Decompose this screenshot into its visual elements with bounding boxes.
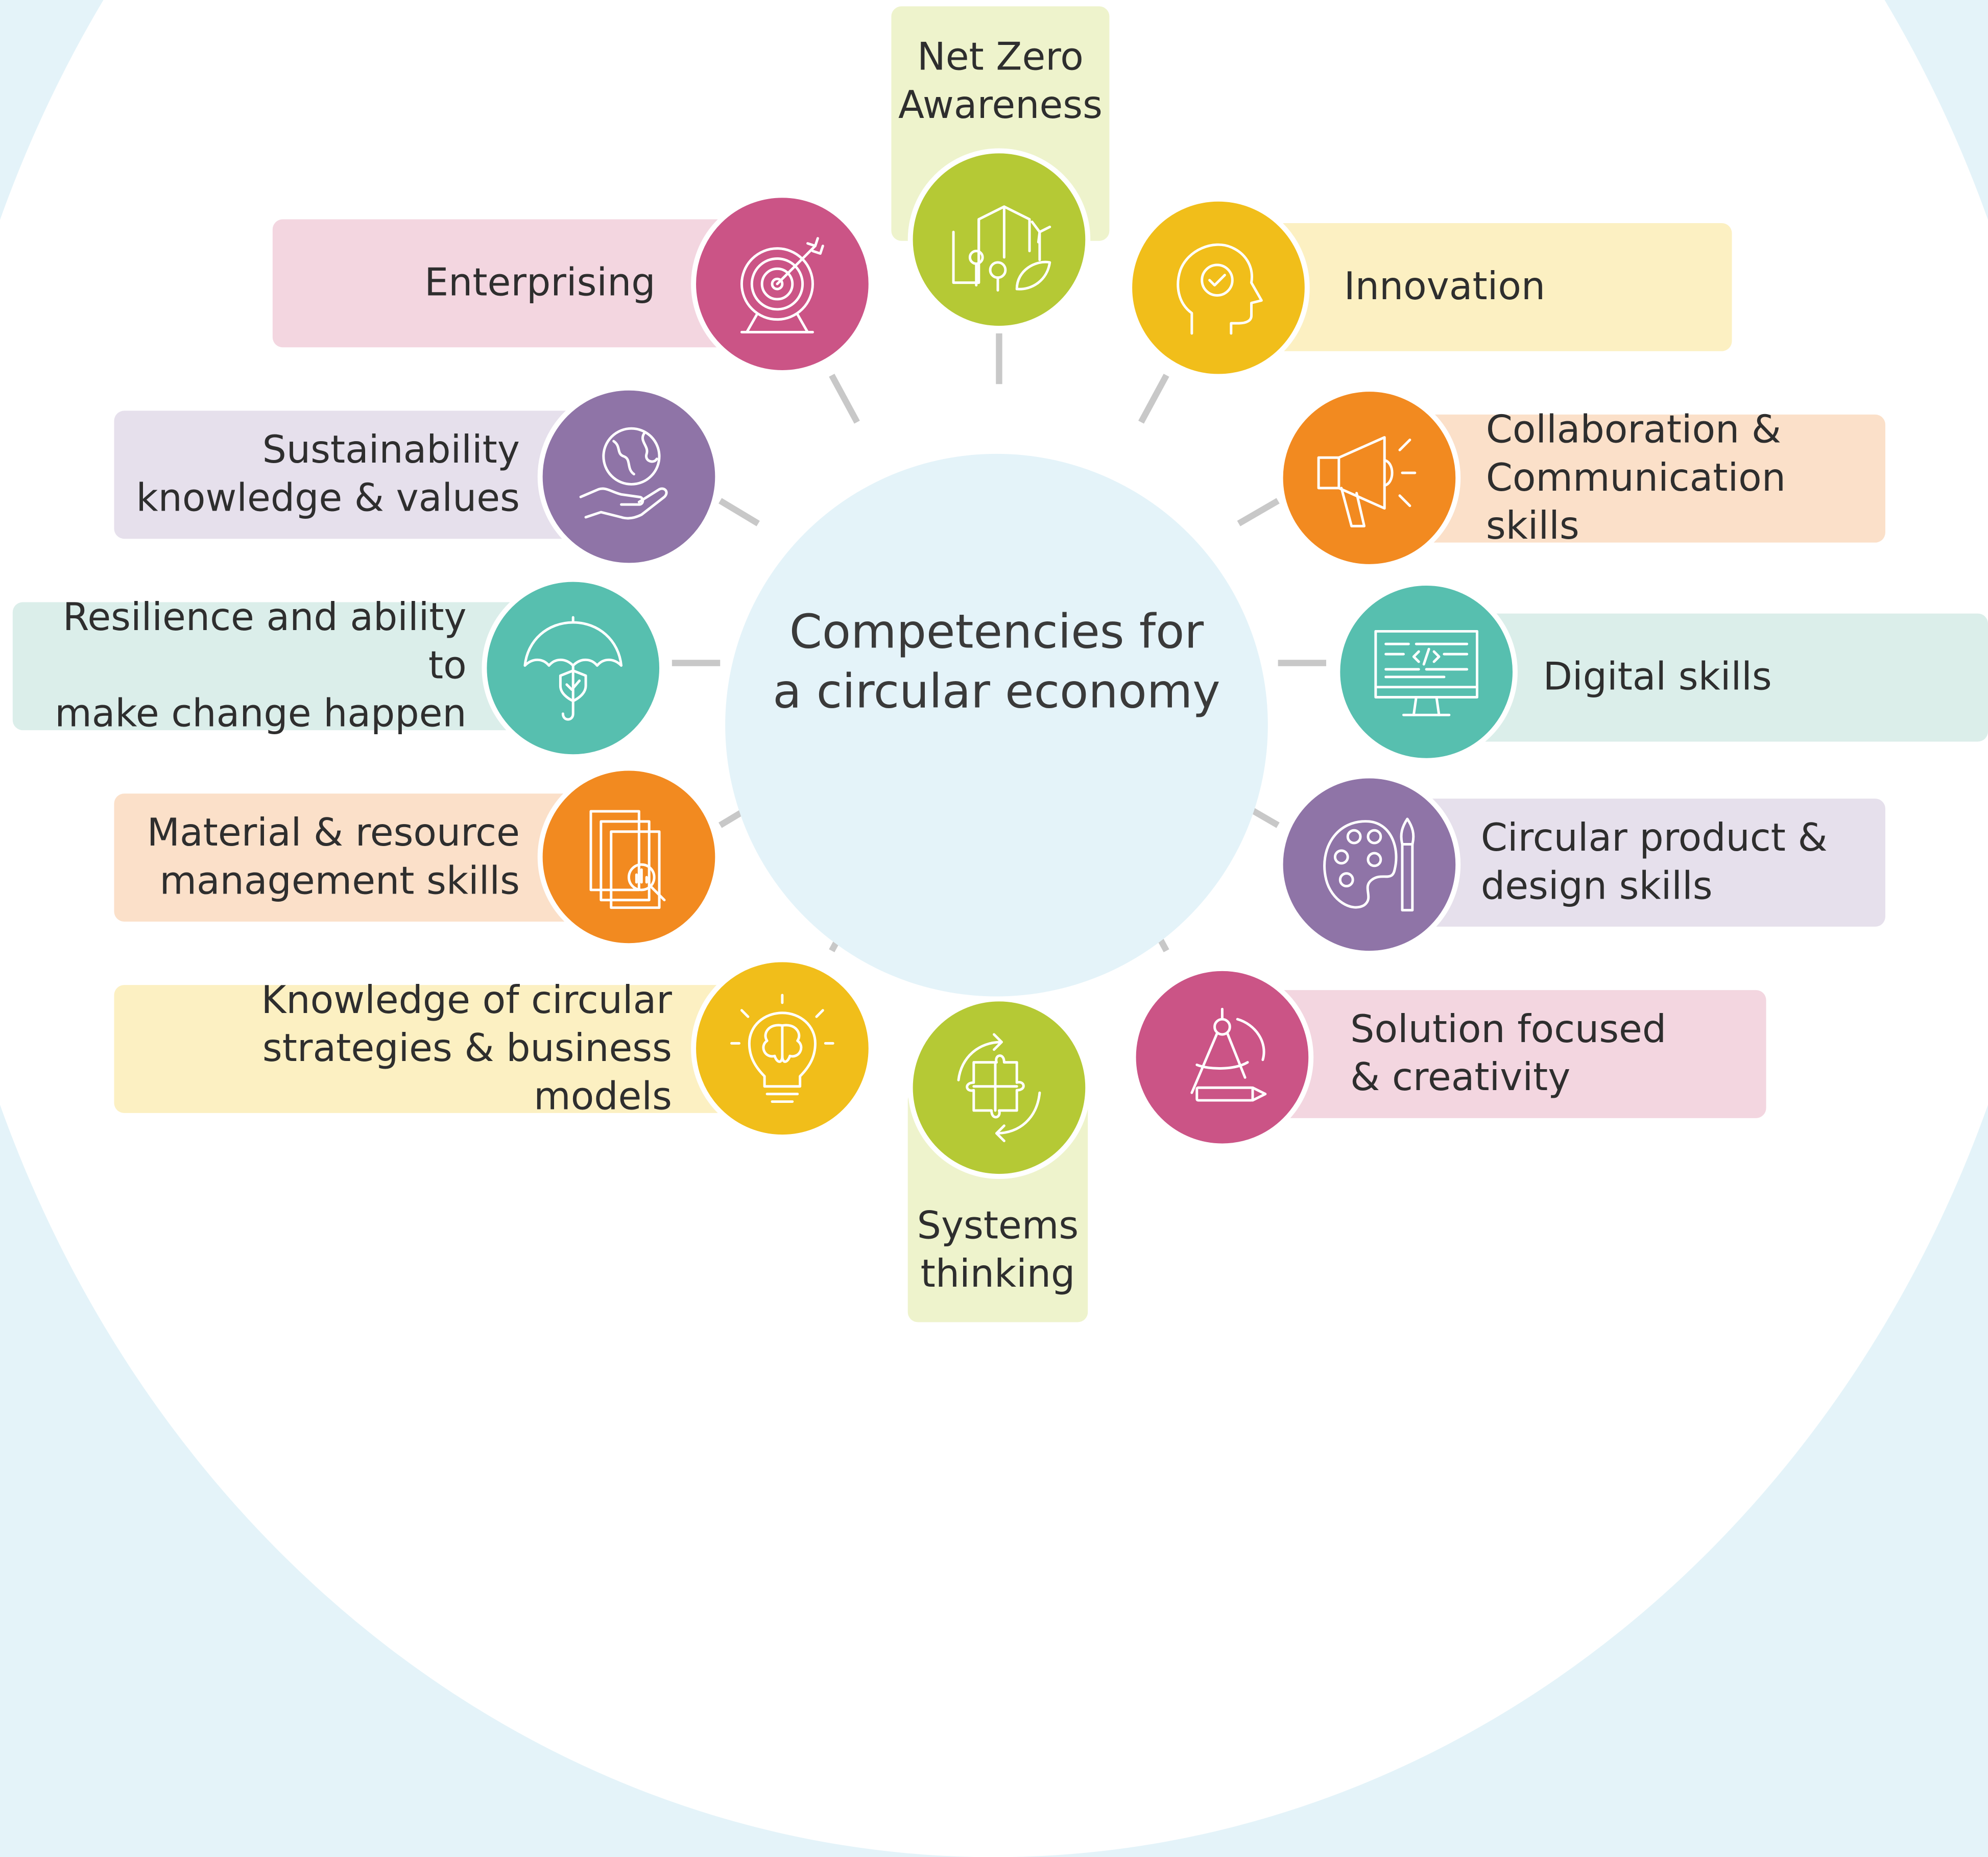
label-resilience: Resilience and ability to make change ha… <box>55 595 467 736</box>
computer-code-icon <box>1374 630 1478 716</box>
palette-brush-icon <box>1323 817 1415 912</box>
globe-hand-icon <box>579 427 668 520</box>
label-circular-product: Circular product & design skills <box>1480 815 1828 908</box>
documents-magnifier-icon <box>589 810 666 909</box>
label-box-knowledge: Knowledge of circular strategies & busin… <box>114 978 748 1119</box>
label-box-material: Material & resource management skills <box>114 793 609 922</box>
puzzle-cycle-icon <box>957 1033 1041 1143</box>
node-sustainability <box>537 385 721 568</box>
center-title: Competencies for a circular economy <box>773 605 1220 719</box>
node-circular-product <box>1278 773 1461 956</box>
label-box-enterprising: Enterprising <box>272 219 768 348</box>
label-box-resilience: Resilience and ability to make change ha… <box>12 595 558 736</box>
node-solution <box>1131 966 1314 1149</box>
node-digital <box>1335 581 1518 763</box>
label-solution: Solution focused & creativity <box>1350 1007 1667 1100</box>
label-box-innovation: Innovation <box>1249 223 1732 351</box>
lightbulb-brain-icon <box>730 994 834 1103</box>
label-innovation: Innovation <box>1344 264 1546 309</box>
label-net-zero: Net Zero Awareness <box>898 35 1103 128</box>
node-enterprising <box>691 192 874 375</box>
label-systems: Systems thinking <box>917 1204 1079 1297</box>
node-innovation <box>1127 196 1310 379</box>
node-resilience <box>482 576 664 760</box>
node-knowledge <box>691 957 874 1140</box>
umbrella-shield-icon <box>523 616 623 721</box>
node-material <box>537 765 721 949</box>
label-box-collaboration: Collaboration & Communication skills <box>1395 407 1885 548</box>
megaphone-icon <box>1317 436 1417 527</box>
node-systems <box>907 996 1091 1179</box>
label-sustainability: Sustainability knowledge & values <box>136 427 520 521</box>
label-box-circular-product: Circular product & design skills <box>1395 799 1885 927</box>
city-leaf-icon <box>952 205 1051 292</box>
label-digital: Digital skills <box>1543 655 1772 700</box>
label-box-digital: Digital skills <box>1445 613 1988 742</box>
head-check-icon <box>1177 243 1263 335</box>
label-box-solution: Solution focused & creativity <box>1249 990 1766 1118</box>
label-collaboration: Collaboration & Communication skills <box>1486 407 1786 548</box>
node-net-zero <box>907 148 1091 331</box>
compass-pencil-icon <box>1190 1007 1267 1102</box>
label-material: Material & resource management skills <box>147 810 520 903</box>
node-collaboration <box>1278 387 1461 569</box>
label-box-sustainability: Sustainability knowledge & values <box>114 411 609 539</box>
center-hub <box>725 453 1268 997</box>
target-arrow-icon <box>740 237 824 333</box>
label-enterprising: Enterprising <box>424 260 656 305</box>
label-knowledge: Knowledge of circular strategies & busin… <box>261 978 672 1119</box>
